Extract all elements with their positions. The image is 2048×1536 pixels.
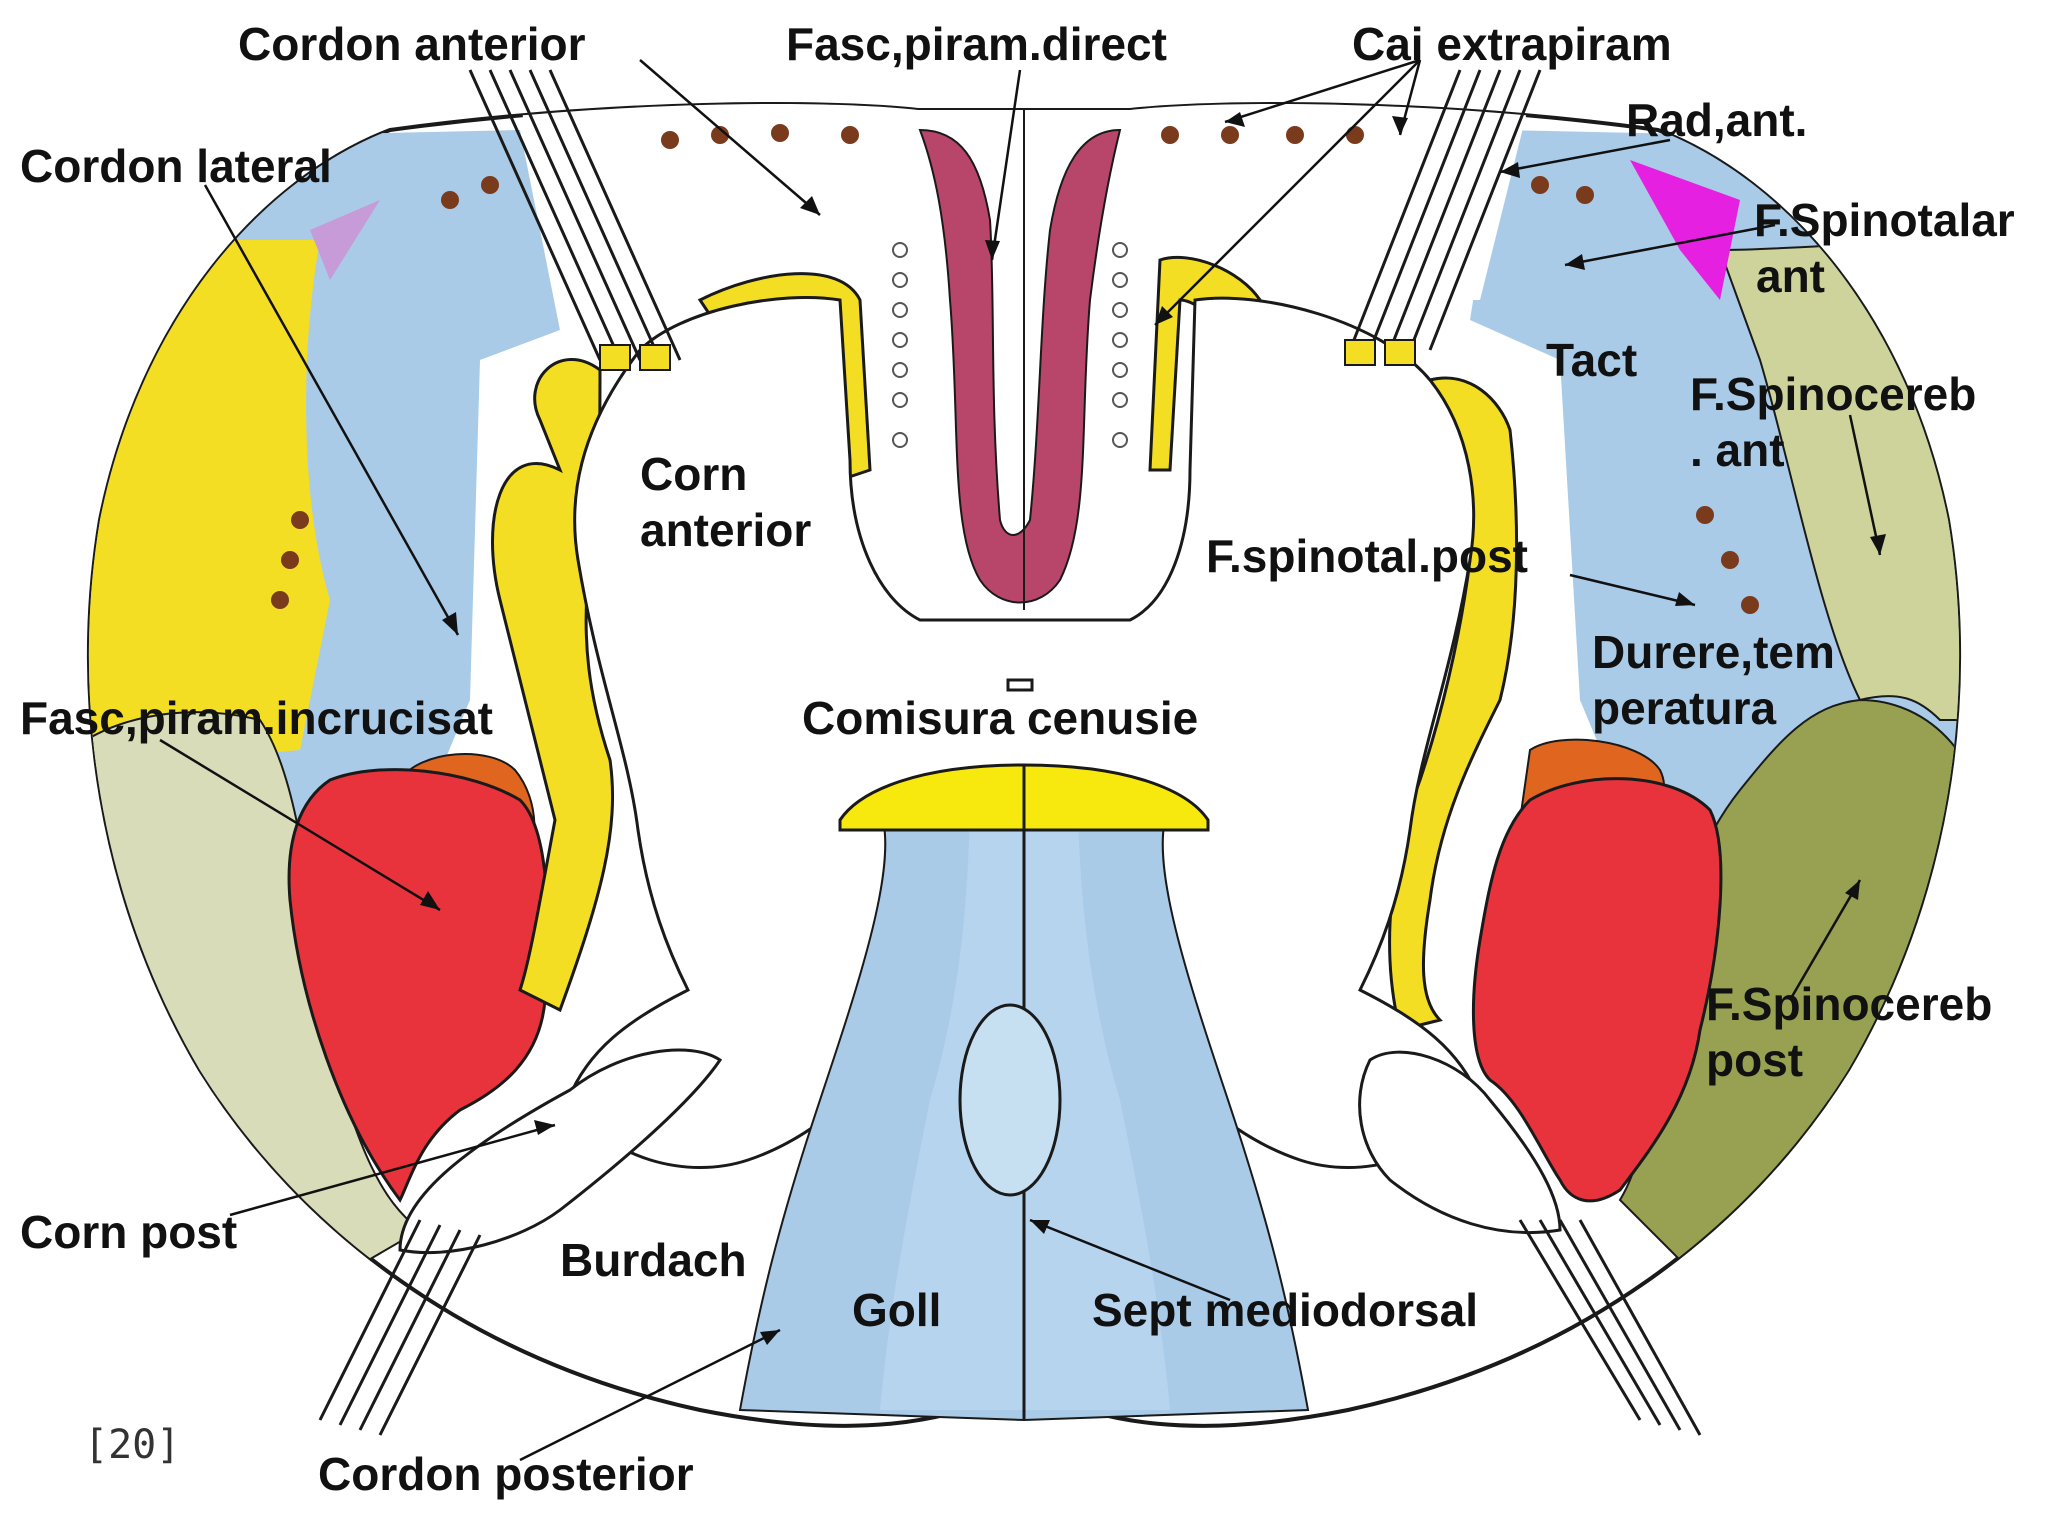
direct-pyramidal-tract — [918, 128, 1122, 604]
arrow-fasc-piram-direct — [990, 69, 1022, 261]
arrow-f-spinocereb-ant — [1848, 414, 1882, 556]
leader-lines — [159, 58, 1882, 1462]
posterior-root-left — [318, 1219, 482, 1436]
label-cordon-posterior: Cordon posterior — [318, 1448, 694, 1500]
anterior-root-right — [1348, 69, 1542, 351]
right-crossed-pyramidal-red — [1471, 777, 1723, 1203]
label-burdach: Burdach — [560, 1234, 747, 1286]
arrow-f-spinotalar-ant — [1564, 223, 1776, 267]
label-corn-anterior: Corn anterior — [640, 446, 811, 558]
left-posterior-horn — [398, 1048, 723, 1255]
label-f-spinocereb-post-line2: post — [1706, 1034, 1804, 1086]
root-entry-boxes — [599, 339, 1416, 371]
left-crossed-pyramidal-red — [287, 768, 549, 1203]
figure-number: [20] — [84, 1422, 181, 1468]
label-f-spinocereb-ant: F.Spinocereb . ant — [1690, 366, 1976, 478]
label-durere-temperatura: Durere,tem peratura — [1592, 624, 1835, 736]
label-cai-extrapiram: Cai extrapiram — [1352, 18, 1672, 70]
anterior-root-left — [468, 69, 682, 361]
arrow-cordon-anterior — [639, 59, 821, 216]
label-durere-line1: Durere,tem — [1592, 626, 1835, 678]
arrow-fasc-piram-incrucisat — [159, 738, 441, 912]
central-pale-oval — [958, 1003, 1062, 1197]
label-durere-line2: peratura — [1592, 682, 1777, 734]
posterior-root-right — [1518, 1219, 1702, 1436]
right-crossed-pyramidal-group — [1471, 738, 1723, 1203]
label-cordon-anterior: Cordon anterior — [238, 18, 586, 70]
label-f-spinocereb-post-line1: F.Spinocereb — [1706, 978, 1993, 1030]
label-tact: Tact — [1546, 334, 1638, 386]
small-circles — [892, 242, 1128, 448]
left-lilac-region — [310, 200, 380, 280]
label-goll: Goll — [852, 1284, 942, 1336]
label-f-spinotal-post: F.spinotal.post — [1206, 530, 1528, 582]
label-f-spinocereb-ant-line2: . ant — [1690, 424, 1785, 476]
label-corn-post: Corn post — [20, 1206, 238, 1258]
label-comisura-cenusie: Comisura cenusie — [802, 692, 1199, 744]
arrow-f-spinocereb-post — [1788, 879, 1862, 1001]
label-sept-mediodorsal: Sept mediodorsal — [1092, 1284, 1478, 1336]
label-corn-anterior-line1: Corn — [640, 448, 748, 500]
arrow-sept-mediodorsal — [1029, 1218, 1231, 1302]
right-posterior-horn — [1358, 1050, 1562, 1234]
arrow-cai-extrapiram-1 — [1224, 58, 1421, 124]
label-fasc-piram-direct: Fasc,piram.direct — [786, 18, 1167, 70]
label-fasc-piram-incrucisat: Fasc,piram.incrucisat — [20, 692, 493, 744]
tract-dots — [271, 124, 1759, 614]
label-f-spinotalar-ant-line1: F.Spinotalar — [1754, 194, 2015, 246]
label-f-spinocereb-post: F.Spinocereb post — [1706, 976, 1992, 1088]
central-canal — [1006, 678, 1034, 692]
label-corn-anterior-line2: anterior — [640, 504, 812, 556]
right-spinotalamic-anterior-magenta — [1630, 160, 1740, 300]
arrow-f-spinotal-post — [1569, 573, 1696, 607]
left-crossed-pyramidal-group — [287, 753, 549, 1203]
label-rad-ant: Rad,ant. — [1626, 94, 1808, 146]
arrow-cordon-lateral — [203, 184, 460, 636]
arrow-heads — [420, 112, 1886, 1345]
arrow-rad-ant — [1499, 138, 1671, 174]
label-f-spinotalar-ant: F.Spinotalar ant — [1754, 192, 2015, 304]
label-f-spinocereb-ant-line1: F.Spinocereb — [1690, 368, 1977, 420]
arrow-cordon-posterior — [519, 1328, 781, 1462]
label-cordon-lateral: Cordon lateral — [20, 140, 332, 192]
arrow-corn-post — [229, 1123, 556, 1217]
label-f-spinotalar-ant-line2: ant — [1756, 250, 1825, 302]
arrow-cai-extrapiram-3 — [1154, 59, 1421, 326]
